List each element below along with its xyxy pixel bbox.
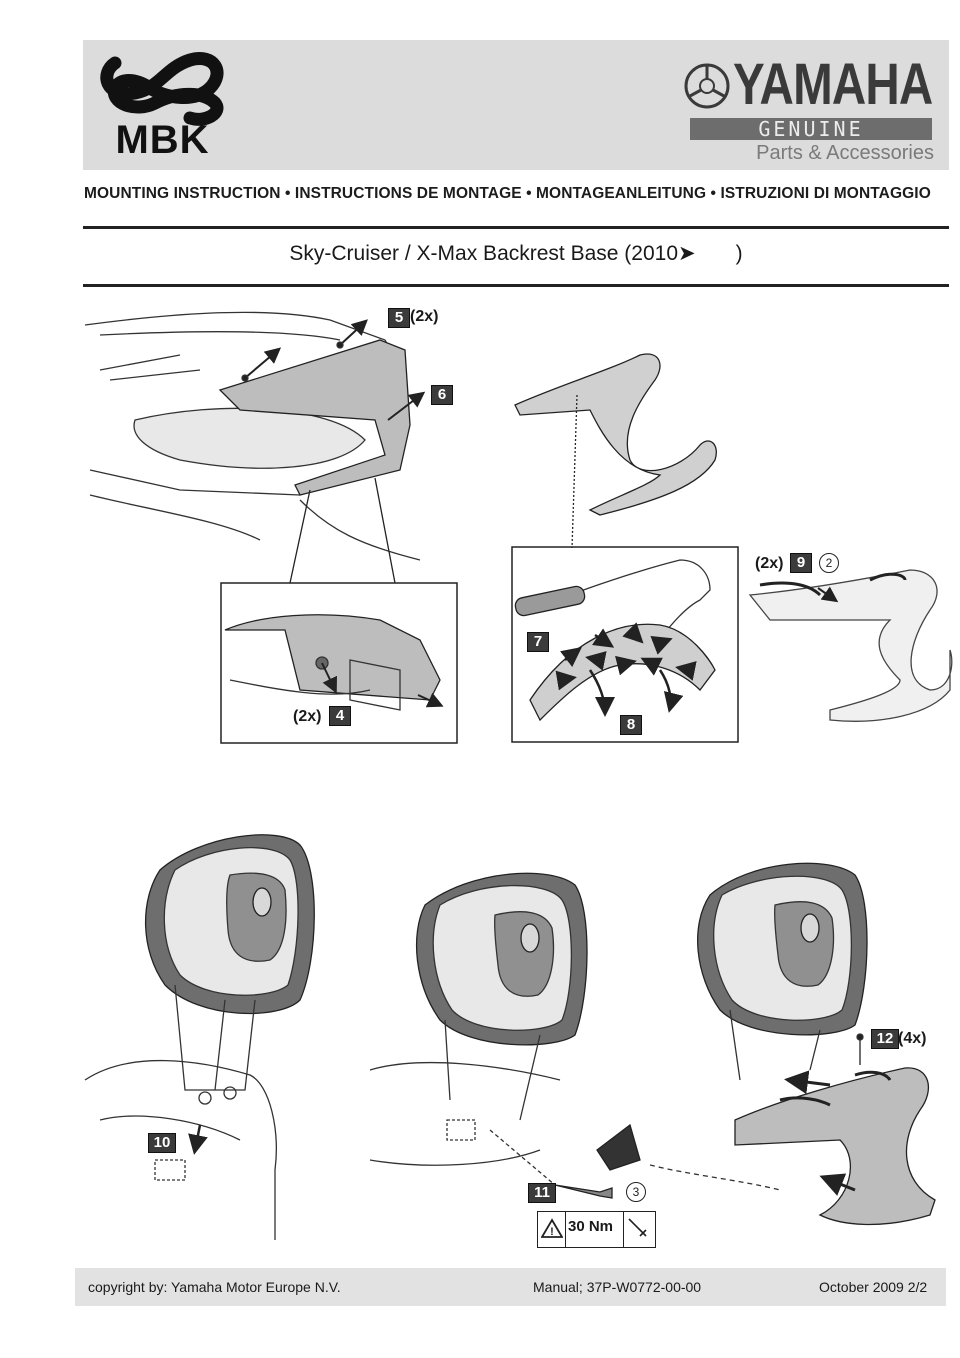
torque-warning-cell (538, 1212, 566, 1247)
step-9-label: 9 (790, 553, 812, 573)
warning-triangle-icon: ! (541, 1218, 563, 1238)
footer-copyright: copyright by: Yamaha Motor Europe N.V. (88, 1279, 341, 1295)
figure-step10 (84, 834, 315, 1240)
step-4-qty: (2x) (293, 708, 322, 725)
torque-value-cell (565, 1212, 624, 1247)
footer-manual-number: Manual; 37P-W0772-00-00 (533, 1279, 702, 1295)
torque-value: 30 Nm (568, 1218, 614, 1235)
part-3-ref: 3 (626, 1182, 646, 1202)
svg-text:!: ! (550, 1226, 554, 1238)
figure-zoom-step4 (220, 582, 458, 744)
title-text: Sky-Cruiser / X-Max Backrest Base (2010 (289, 242, 678, 265)
mbk-brand-text: MBK (115, 118, 210, 162)
figure-step7-8 (511, 546, 739, 743)
yamaha-tuning-fork-icon (684, 63, 730, 109)
mbk-logo-icon (100, 52, 224, 126)
footer-date-page: October 2009 2/2 (819, 1279, 928, 1295)
step-4-label: 4 (329, 706, 351, 726)
page-title: Sky-Cruiser / X-Max Backrest Base (2010➤… (83, 241, 949, 266)
yamaha-brand-text: YAMAHA (733, 52, 933, 117)
title-arrow-icon: ➤ (678, 242, 696, 265)
step-11-label: 11 (528, 1183, 556, 1203)
title-close: ) (735, 242, 743, 265)
step-9-qty: (2x) (755, 555, 784, 572)
step-5-label: 5 (388, 308, 410, 328)
bottom-rule (83, 284, 949, 287)
part-2-ref: 2 (819, 553, 839, 573)
step-6-label: 6 (431, 385, 453, 405)
top-rule (83, 226, 949, 229)
step-5-qty: (2x) (410, 308, 439, 325)
step-7-label: 7 (527, 632, 549, 652)
figure-step9 (748, 569, 953, 722)
instruction-languages: MOUNTING INSTRUCTION • INSTRUCTIONS DE M… (84, 185, 931, 202)
torque-wrench-icon (628, 1218, 647, 1237)
figure-cover-part (514, 353, 717, 549)
step-10-label: 10 (148, 1133, 176, 1153)
figure-step12 (649, 862, 936, 1226)
figure-step11 (369, 872, 641, 1199)
step-12-label: 12 (871, 1029, 899, 1049)
genuine-bar: GENUINE (690, 118, 932, 140)
parts-accessories-text: Parts & Accessories (756, 142, 934, 164)
header-band (83, 40, 949, 170)
step-12-qty: (4x) (898, 1030, 927, 1047)
step-8-label: 8 (620, 715, 642, 735)
footer-band (75, 1268, 946, 1306)
figure-cover-removal (84, 311, 426, 584)
